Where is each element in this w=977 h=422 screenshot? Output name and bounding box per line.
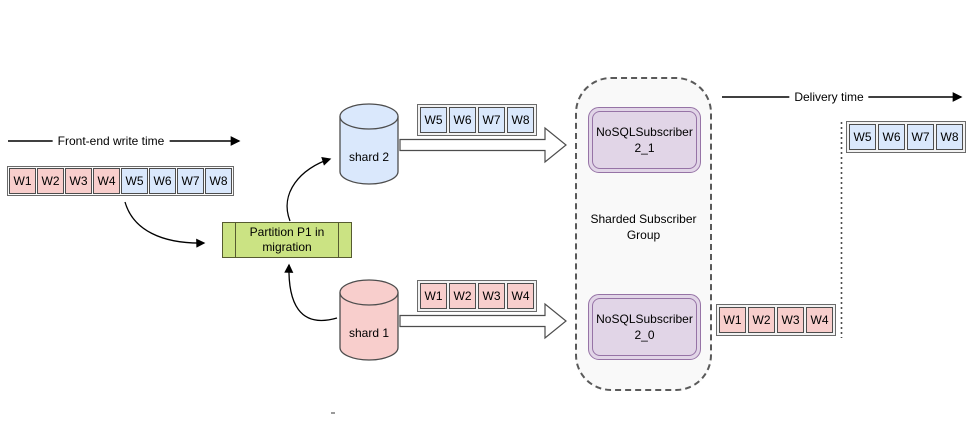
curved-arrow-buffer-to-partition [124, 201, 206, 248]
queue-cell-w6: W6 [149, 168, 176, 194]
shard1-label: shard 1 [348, 326, 390, 340]
curved-arrow-partition-to-shard2 [286, 156, 332, 222]
queue-cell-w1: W1 [719, 307, 746, 333]
shard2-cylinder [339, 103, 399, 185]
queue-cell-w8: W8 [507, 107, 534, 133]
subscriber-2-1-box: NoSQLSubscriber 2_1 [588, 107, 701, 173]
shard2-label: shard 2 [348, 150, 390, 164]
queue-cell-w2: W2 [449, 283, 476, 309]
queue-cell-w2: W2 [748, 307, 775, 333]
subscriber-2-1-inner: NoSQLSubscriber 2_1 [592, 111, 697, 169]
partition-migration-label: Partition P1 in migration [249, 225, 325, 254]
partition-migration-box: Partition P1 in migration [222, 222, 352, 258]
subscriber-2-0-label: NoSQLSubscriber 2_0 [596, 311, 693, 342]
queue-cell-w6: W6 [449, 107, 476, 133]
queue-cell-w7: W7 [907, 124, 934, 150]
queue-cell-w8: W8 [936, 124, 963, 150]
curved-arrow-shard1-to-partition [284, 263, 338, 322]
queue-cell-w1: W1 [9, 168, 36, 194]
shard1-cylinder [339, 279, 399, 361]
subscriber-2-0-inner: NoSQLSubscriber 2_0 [592, 298, 697, 356]
queue-cell-w5: W5 [849, 124, 876, 150]
queue-cell-w3: W3 [65, 168, 92, 194]
front-end-write-time-label: Front-end write time [52, 134, 170, 148]
queue-cell-w5: W5 [420, 107, 447, 133]
queue-cell-w7: W7 [478, 107, 505, 133]
queue-cell-w4: W4 [93, 168, 120, 194]
subscriber-2-0-box: NoSQLSubscriber 2_0 [588, 294, 701, 360]
queue-cell-w5: W5 [121, 168, 148, 194]
queue-cell-w4: W4 [507, 283, 534, 309]
queue-cell-w6: W6 [878, 124, 905, 150]
queue-cell-w4: W4 [806, 307, 833, 333]
process-inset-line-left [235, 223, 236, 257]
queue-cell-w3: W3 [478, 283, 505, 309]
queue-cell-w1: W1 [420, 283, 447, 309]
sharded-subscriber-group-label: Sharded Subscriber Group [590, 212, 697, 242]
stray-mark [331, 412, 335, 414]
sharded-subscriber-group-label-wrap: Sharded Subscriber Group [575, 210, 712, 246]
process-inset-line-right [338, 223, 339, 257]
queue-cell-w7: W7 [177, 168, 204, 194]
queue-cell-w2: W2 [37, 168, 64, 194]
queue-cell-w3: W3 [777, 307, 804, 333]
delivery-time-label: Delivery time [789, 90, 869, 104]
subscriber-2-1-label: NoSQLSubscriber 2_1 [596, 124, 693, 155]
queue-cell-w8: W8 [205, 168, 232, 194]
